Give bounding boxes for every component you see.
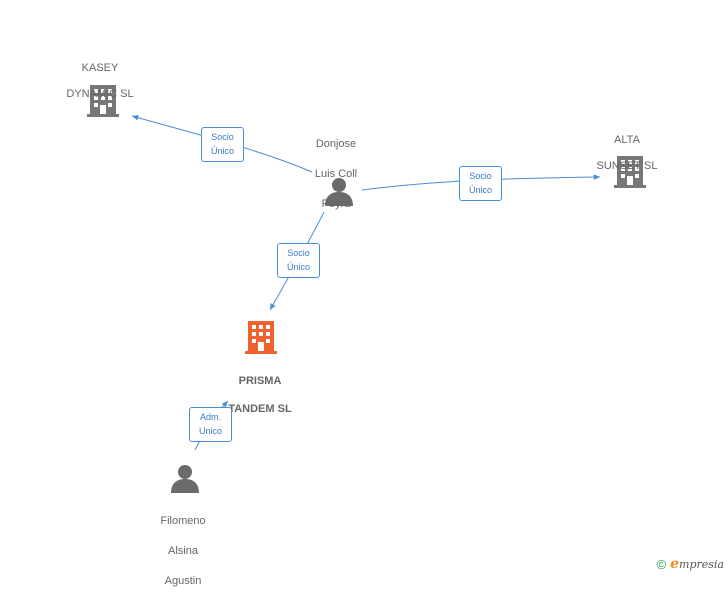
edge-label-administrator: Adm. Unico <box>189 407 232 442</box>
main-company-label[interactable]: PRISMA TANDEM SL <box>228 375 292 415</box>
edge-label-to-kasey: Socio Único <box>201 127 244 162</box>
edge-label-to-prisma: Socio Único <box>277 243 320 278</box>
main-company-building-icon[interactable] <box>245 321 277 354</box>
person-icon[interactable] <box>325 178 353 206</box>
edge-label-to-alta: Socio Único <box>459 166 502 201</box>
brand-logo[interactable]: empresia <box>670 556 724 572</box>
copyright-icon: © <box>656 556 667 572</box>
person-label-donjose[interactable]: Donjose Luis Coll Peyra <box>314 138 358 210</box>
company-label-alta[interactable]: ALTA SUNSET SL <box>596 134 658 172</box>
building-icon[interactable] <box>87 85 119 117</box>
building-icon[interactable] <box>614 156 646 188</box>
company-label-kasey[interactable]: KASEY DYNAMIC SL <box>66 62 134 100</box>
relationship-graph <box>87 85 646 493</box>
person-icon[interactable] <box>171 465 199 493</box>
person-label-filomeno[interactable]: Filomeno Alsina Agustin <box>160 515 206 587</box>
footer-brand: © empresia <box>657 556 724 572</box>
